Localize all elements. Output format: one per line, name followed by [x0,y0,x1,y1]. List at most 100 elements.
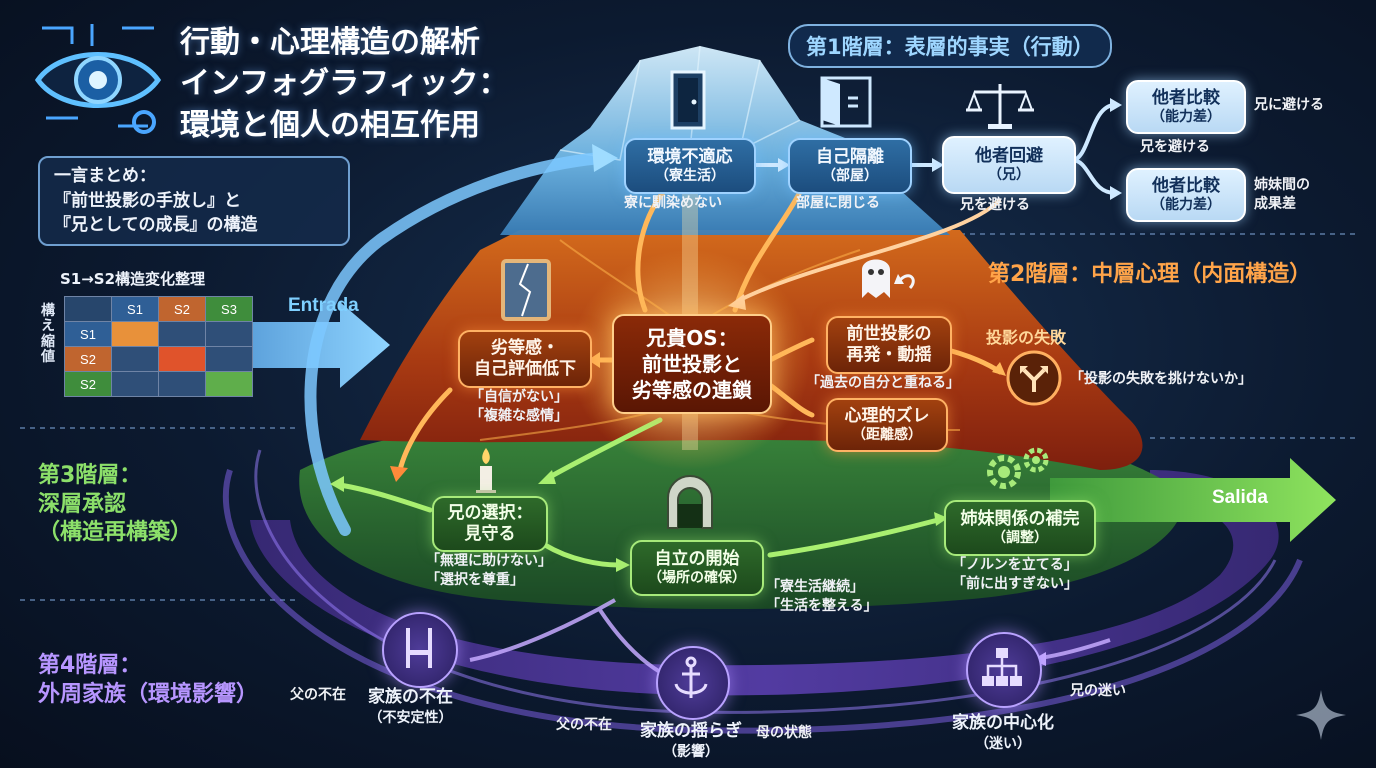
broken-mirror-icon [500,258,552,322]
note-center-side: 兄の迷い [1070,683,1126,699]
candle-icon [474,446,498,494]
note-independence-line-2: 「生活を整える」 [766,597,878,614]
note-sister-line-2: 「前に出すぎない」 [952,575,1078,592]
matrix-cell [158,371,206,397]
node-other-comparison-1: 他者比較 （能力差） [1126,80,1246,134]
matrix-row-header: S1 [64,321,112,347]
node-family-wobble: 家族の揺らぎ （影響） [626,716,756,761]
note-sister: 「ノルンを立てる」 「前に出すぎない」 [952,556,1078,594]
scales-icon [964,80,1036,132]
note-inferior: 「自信がない」 「複雑な感情」 [470,388,568,426]
node-family-centralization: 家族の中心化 （迷い） [936,708,1070,753]
note-avoid: 兄を避ける [960,197,1030,213]
node-isolation-title: 自己隔離 [816,146,884,167]
summary-line-2: 『兄としての成長』の構造 [54,215,258,236]
note-past: 「過去の自分と重ねる」 [806,375,960,391]
matrix-col-header: S3 [205,296,253,322]
node-other-comparison-2: 他者比較 （能力差） [1126,168,1246,222]
node-sister-sub: （調整） [992,529,1048,546]
matrix-row-header: S2 [64,346,112,372]
title-line-2: インフォグラフィック： [180,66,509,102]
title-line-1: 行動・心理構造の解析 [180,25,480,60]
node-isolation-sub: （部屋） [822,167,878,184]
node-env-title: 環境不適応 [647,146,733,167]
node-sister-title: 姉妹関係の補完 [960,508,1080,529]
matrix-cell [111,346,159,372]
node-env-maladjustment: 環境不適応 （寮生活） [624,138,756,194]
layer-4-line-2: 外周家族（環境影響） [38,681,259,707]
note-inferior-line-2: 「複雑な感情」 [470,407,568,424]
summary-heading: 一言まとめ： [54,166,156,186]
page-title: 行動・心理構造の解析 インフォグラフィック： 環境と個人の相互作用 [180,22,509,146]
layer-4-title: 第4階層： 外周家族（環境影響） [38,652,258,709]
failure-title: 投影の失敗 [986,328,1067,347]
archway-icon [664,474,716,530]
matrix-col-header: S1 [111,296,159,322]
summary-line-1: 『前世投影の手放し』と [54,190,241,211]
node-choice-line-2: 見守る [464,524,516,544]
node-gap-title: 心理的ズレ [844,405,930,426]
open-door-icon [818,74,878,130]
note-choice: 「無理に助けない」 「選択を尊重」 [426,552,552,590]
note-compare2-line-2: 成果差 [1254,195,1296,212]
node-wobble-title: 家族の揺らぎ [640,721,742,741]
matrix-col-header: S2 [158,296,206,322]
node-absence-sub: （不安定性） [368,710,453,726]
node-center-sub: （迷い） [975,736,1031,752]
node-past-projection: 前世投影の 再発・動揺 [826,316,952,374]
note-absence-side: 父の不在 [290,687,346,703]
note-inferior-line-1: 「自信がない」 [470,389,568,405]
node-inferiority: 劣等感・ 自己評価低下 [458,330,592,388]
note-choice-line-2: 「選択を尊重」 [426,571,524,588]
note-isolation: 部屋に閉じる [796,195,880,211]
note-sister-line-1: 「ノルンを立てる」 [952,557,1078,573]
matrix-cell [205,321,253,347]
salida-label: Salida [1212,487,1268,508]
node-compare1-title: 他者比較 [1152,87,1220,108]
eye-icon [32,18,164,138]
core-line-1: 兄貴OS： [646,326,738,350]
layer-3-line-1: 第3階層： [38,463,142,488]
note-compare2: 姉妹間の 成果差 [1254,176,1310,214]
node-past-line-2: 再発・動揺 [846,345,932,365]
node-choice-line-1: 兄の選択： [447,502,533,523]
node-center-title: 家族の中心化 [952,713,1054,733]
matrix-cell [158,321,206,347]
layer-1-title: 第1階層：表層的事実（行動） [788,24,1112,68]
node-independence-title: 自立の開始 [654,548,740,569]
ghost-icon [856,250,920,302]
entrada-label: Entrada [288,295,359,316]
gears-icon [980,444,1060,492]
node-compare1-sub: （能力差） [1151,108,1221,125]
node-compare2-sub: （能力差） [1151,196,1221,213]
door-icon [668,70,708,130]
node-independence-sub: （場所の確保） [648,569,746,586]
sparkle-icon [1294,688,1348,742]
note-independence-line-1: 「寮生活継続」 [766,579,864,595]
node-psych-gap: 心理的ズレ （距離感） [826,398,948,452]
note-compare2-line-1: 姉妹間の [1254,177,1310,193]
crossroads-icon [1006,350,1062,406]
layer-4-line-1: 第4階層： [38,653,142,678]
matrix-cell [205,371,253,397]
layer-3-title: 第3階層： 深層承認 （構造再構築） [38,462,192,548]
matrix-corner [64,296,112,322]
layer-3-line-2: 深層承認 [38,491,127,517]
matrix-side-label: 構え縮値 [41,303,55,366]
matrix-row-header: S2 [64,371,112,397]
hierarchy-circle [966,632,1042,708]
node-inferior-line-2: 自己評価低下 [474,359,576,379]
summary-box: 一言まとめ： 『前世投影の手放し』と 『兄としての成長』の構造 [38,156,350,246]
node-self-isolation: 自己隔離 （部屋） [788,138,912,194]
core-line-2: 前世投影と [642,352,742,376]
node-other-avoidance: 他者回避 （兄） [942,136,1076,194]
note-env: 寮に馴染めない [624,195,722,211]
node-brothers-choice: 兄の選択： 見守る [432,496,548,552]
node-compare2-title: 他者比較 [1152,175,1220,196]
note-wobble-left: 父の不在 [556,717,612,733]
hierarchy-icon [980,646,1024,690]
node-avoid-sub: （兄） [988,166,1030,183]
node-gap-sub: （距離感） [852,426,922,443]
core-line-3: 劣等感の連鎖 [632,378,752,402]
chair-icon [402,626,436,670]
